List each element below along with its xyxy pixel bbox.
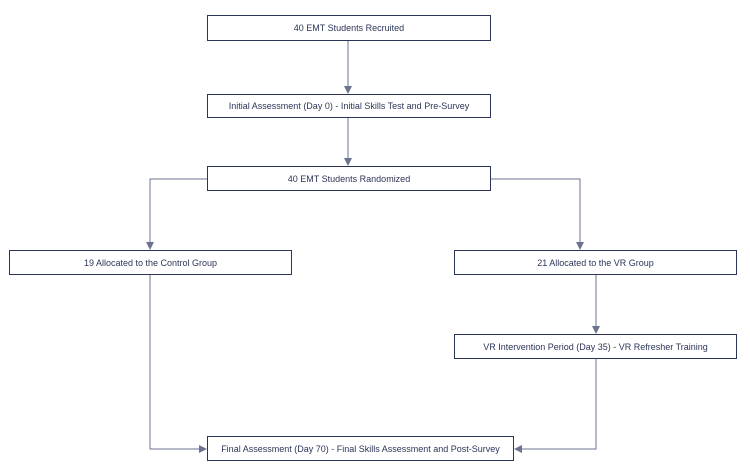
node-final-assessment: Final Assessment (Day 70) - Final Skills…	[207, 436, 514, 461]
node-label: 19 Allocated to the Control Group	[83, 257, 218, 268]
node-vr-intervention-period: VR Intervention Period (Day 35) - VR Ref…	[454, 334, 737, 359]
edge-vrperiod-to-final	[514, 359, 597, 453]
node-label: 40 EMT Students Recruited	[293, 23, 405, 33]
node-vr-group: 21 Allocated to the VR Group	[454, 250, 737, 275]
edge-control-to-final	[149, 275, 207, 453]
edge-randomized-to-control	[146, 178, 207, 250]
node-label: 40 EMT Students Randomized	[287, 173, 411, 184]
node-students-randomized: 40 EMT Students Randomized	[207, 166, 491, 191]
node-label: Initial Assessment (Day 0) - Initial Ski…	[228, 101, 470, 111]
node-initial-assessment: Initial Assessment (Day 0) - Initial Ski…	[207, 94, 491, 118]
node-students-recruited: 40 EMT Students Recruited	[207, 15, 491, 41]
node-label: 21 Allocated to the VR Group	[537, 257, 654, 268]
edge-randomized-to-vr	[491, 178, 584, 250]
node-control-group: 19 Allocated to the Control Group	[9, 250, 292, 275]
node-label: VR Intervention Period (Day 35) - VR Ref…	[483, 341, 708, 352]
node-label: Final Assessment (Day 70) - Final Skills…	[221, 443, 500, 454]
